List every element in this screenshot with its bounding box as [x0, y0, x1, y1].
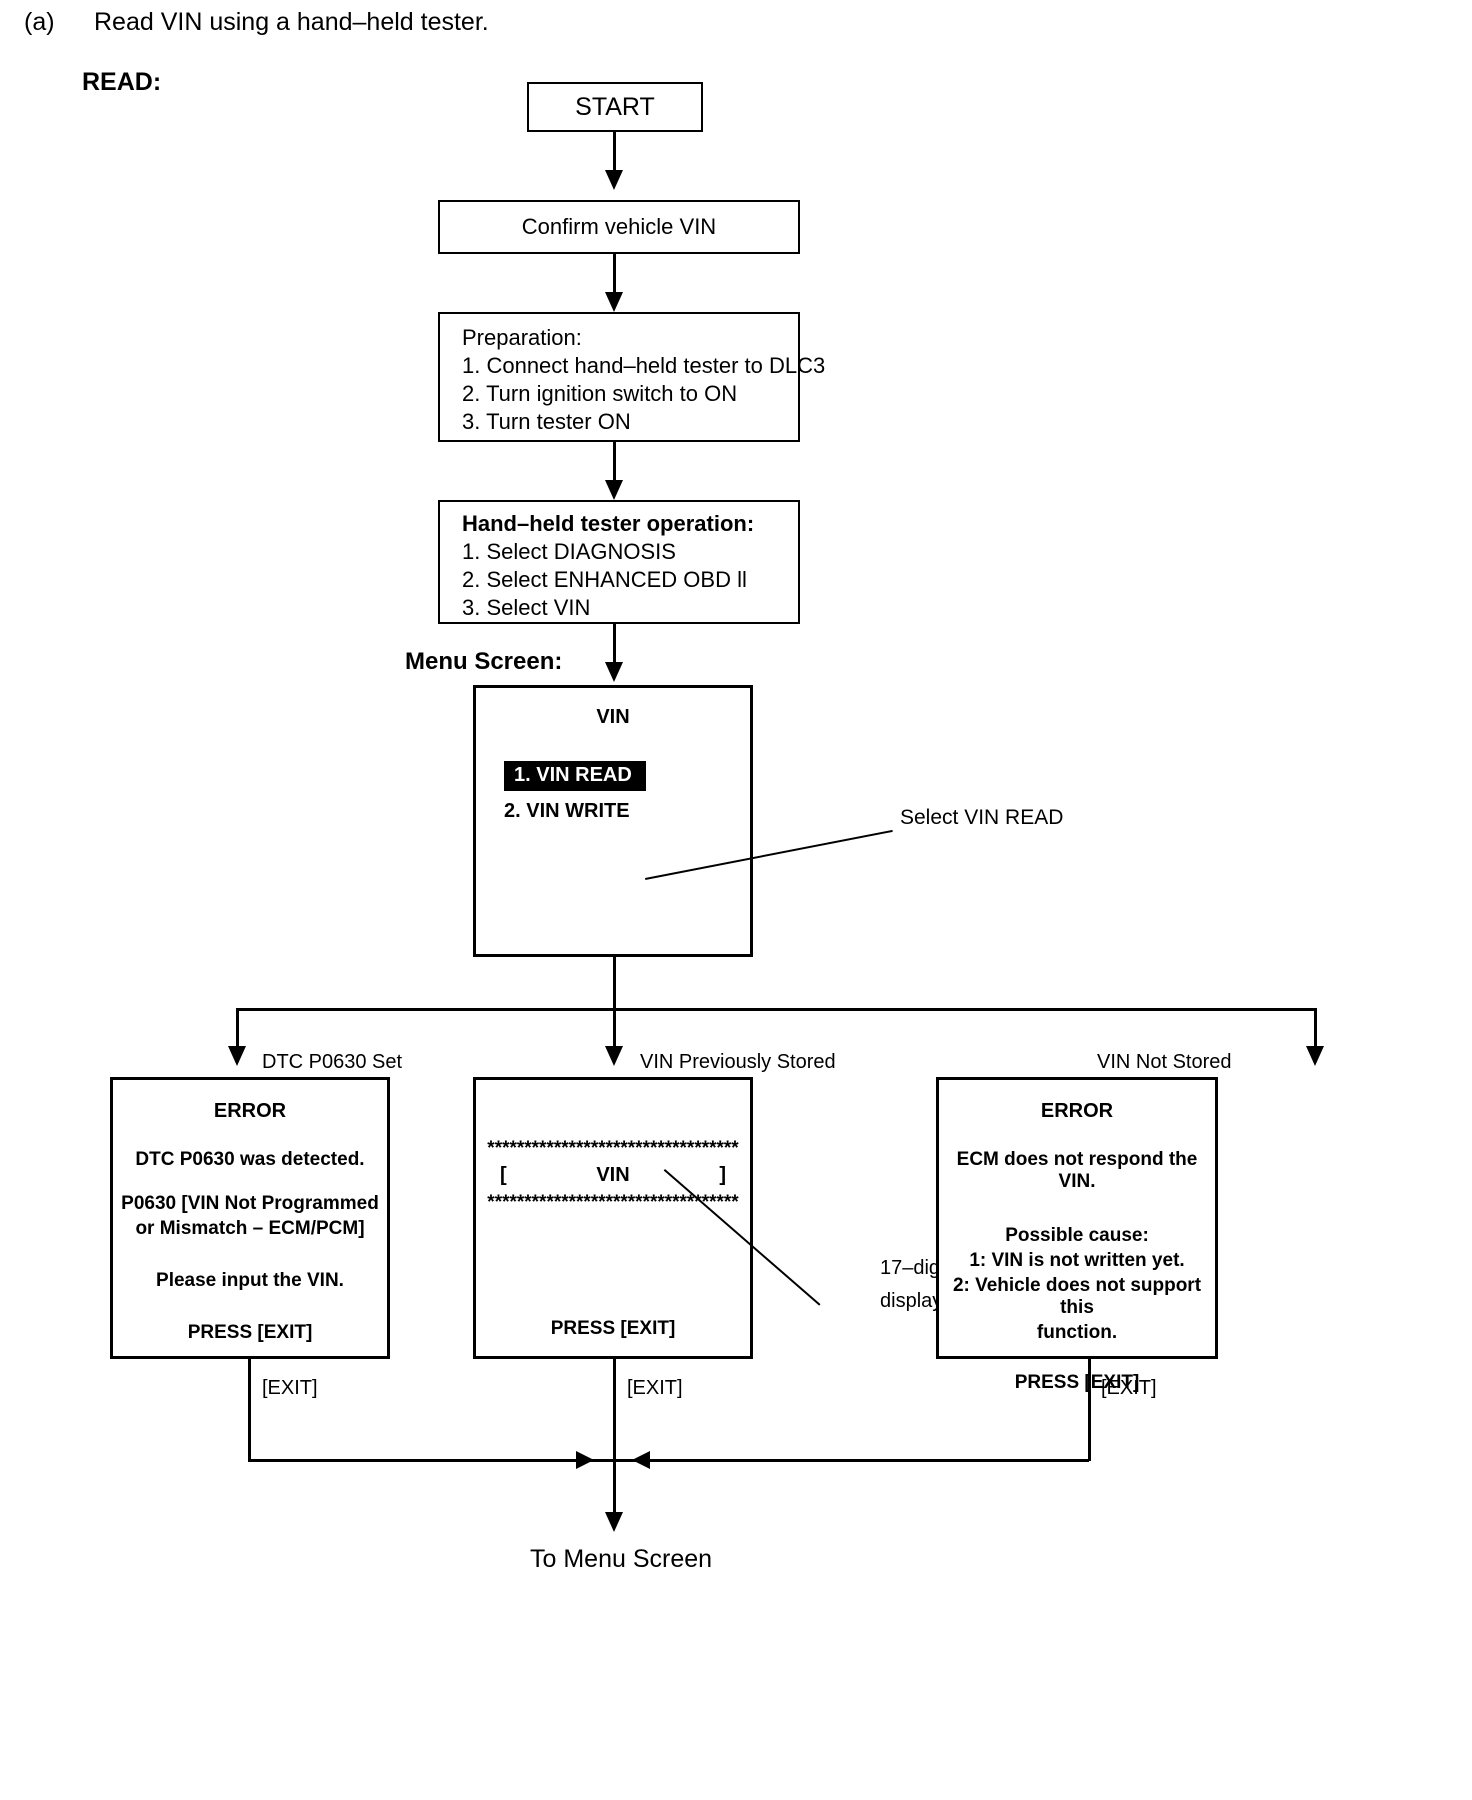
- preparation-step-3: 3. Turn tester ON: [462, 409, 631, 434]
- error-left-line-2: P0630 [VIN Not Programmed: [121, 1193, 379, 1214]
- branch-line-left: [236, 1008, 239, 1053]
- branch-label-left: DTC P0630 Set: [262, 1051, 403, 1073]
- branch-arrow-right: [1306, 1046, 1324, 1066]
- tester-operation-title: Hand–held tester operation:: [462, 511, 755, 536]
- branch-arrow-left: [228, 1046, 246, 1066]
- confirm-vin-box: Confirm vehicle VIN: [438, 200, 800, 254]
- arrow-end: [605, 1512, 623, 1532]
- exit-line-middle: [613, 1359, 616, 1461]
- menu-screen-title: VIN: [596, 706, 630, 728]
- vin-display-footer: PRESS [EXIT]: [550, 1318, 676, 1339]
- error-right-line-1: ECM does not respond the VIN.: [956, 1149, 1198, 1192]
- connector-confirm-prep: [613, 254, 616, 299]
- callout-select-vin-read: Select VIN READ: [900, 806, 1064, 829]
- step-label: (a): [24, 8, 55, 36]
- error-left-line-1: DTC P0630 was detected.: [135, 1149, 365, 1170]
- error-right-title: ERROR: [1040, 1100, 1114, 1122]
- preparation-step-1: 1. Connect hand–held tester to DLC3: [462, 353, 826, 378]
- branch-label-middle: VIN Previously Stored: [640, 1051, 836, 1073]
- connector-end: [613, 1459, 616, 1521]
- error-right-line-3: 1: VIN is not written yet.: [969, 1250, 1185, 1271]
- error-right-footer: PRESS [EXIT]: [1014, 1372, 1140, 1393]
- error-right-line-2: Possible cause:: [1005, 1225, 1149, 1246]
- error-left-title: ERROR: [213, 1100, 287, 1122]
- branch-line-middle: [613, 1008, 616, 1053]
- vin-asterisks-bottom: **********************************: [487, 1192, 739, 1213]
- error-left-line-4: Please input the VIN.: [156, 1270, 344, 1291]
- preparation-box: Preparation: 1. Connect hand–held tester…: [438, 312, 826, 442]
- error-left-footer: PRESS [EXIT]: [187, 1322, 313, 1343]
- vin-display-box: ********************************** [ VIN…: [473, 1077, 753, 1359]
- vin-display-label: VIN: [596, 1164, 630, 1186]
- exit-arrow-from-right: [632, 1451, 650, 1469]
- error-box-left: ERROR DTC P0630 was detected. P0630 [VIN…: [110, 1077, 390, 1359]
- tester-operation-step-1: 1. Select DIAGNOSIS: [462, 539, 676, 564]
- vin-asterisks-top: **********************************: [487, 1138, 739, 1159]
- arrow-confirm-prep: [605, 292, 623, 312]
- arrow-start-confirm: [605, 170, 623, 190]
- menu-screen-label: Menu Screen:: [405, 648, 563, 675]
- exit-arrow-from-left: [576, 1451, 594, 1469]
- tester-operation-step-2: 2. Select ENHANCED OBD ll: [462, 567, 747, 592]
- branch-bus: [236, 1008, 1317, 1011]
- exit-label-middle: [EXIT]: [627, 1377, 683, 1399]
- end-label: To Menu Screen: [530, 1545, 713, 1573]
- arrow-operation-menu: [605, 662, 623, 682]
- connector-menu-bus: [613, 957, 616, 1010]
- tester-operation-box: Hand–held tester operation: 1. Select DI…: [438, 500, 800, 624]
- menu-item-vin-write[interactable]: 2. VIN WRITE: [504, 800, 630, 822]
- vin-bracket-right: ]: [719, 1164, 726, 1186]
- menu-screen-box: VIN 1. VIN READ 2. VIN WRITE: [473, 685, 753, 957]
- arrow-prep-operation: [605, 480, 623, 500]
- start-box-label: START: [575, 93, 655, 121]
- vin-bracket-left: [: [500, 1164, 507, 1186]
- exit-label-left: [EXIT]: [262, 1377, 318, 1399]
- preparation-step-2: 2. Turn ignition switch to ON: [462, 381, 738, 406]
- connector-prep-operation: [613, 442, 616, 487]
- error-left-line-3: or Mismatch – ECM/PCM]: [135, 1218, 365, 1239]
- error-right-line-5: function.: [1036, 1322, 1118, 1343]
- error-right-line-4: 2: Vehicle does not support this: [952, 1275, 1202, 1318]
- start-box: START: [527, 82, 703, 132]
- section-label: READ:: [82, 68, 162, 96]
- menu-item-vin-read[interactable]: 1. VIN READ: [504, 761, 646, 791]
- connector-operation-menu: [613, 624, 616, 669]
- branch-line-right: [1314, 1008, 1317, 1053]
- tester-operation-step-3: 3. Select VIN: [462, 595, 591, 620]
- confirm-vin-label: Confirm vehicle VIN: [521, 214, 717, 239]
- exit-line-left: [248, 1359, 251, 1461]
- exit-line-right: [1088, 1359, 1091, 1461]
- branch-arrow-middle: [605, 1046, 623, 1066]
- preparation-title: Preparation:: [462, 325, 582, 350]
- exit-label-right: [EXIT]: [1101, 1377, 1157, 1399]
- step-text: Read VIN using a hand–held tester.: [94, 8, 489, 36]
- error-box-right: ERROR ECM does not respond the VIN. Poss…: [936, 1077, 1218, 1393]
- exit-convergence-bus: [248, 1459, 1089, 1462]
- branch-label-right: VIN Not Stored: [1097, 1051, 1232, 1073]
- connector-start-confirm: [613, 132, 616, 177]
